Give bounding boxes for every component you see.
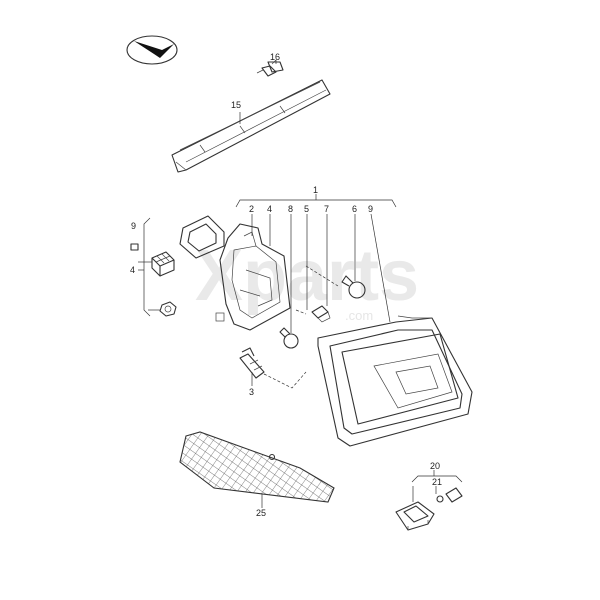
clip-9 [130, 243, 139, 251]
callout-1: 1 [313, 185, 318, 195]
brake-light-15 [171, 79, 331, 173]
callout-5: 5 [304, 204, 309, 214]
callout-15: 15 [231, 100, 241, 110]
bulb-8 [279, 327, 299, 349]
callout-7: 7 [324, 204, 329, 214]
tail-lamp-housing [317, 315, 473, 447]
watermark-subtext: .com [345, 308, 373, 323]
bulb-6 [341, 275, 366, 299]
license-plate-light-20 [395, 501, 435, 531]
reflector-grille-25 [179, 431, 335, 503]
callout-2: 2 [249, 204, 254, 214]
callout-3: 3 [249, 387, 254, 397]
bulb-21 [436, 487, 463, 503]
callout-21: 21 [432, 477, 442, 487]
seal-gasket [179, 215, 225, 259]
callout-6: 6 [352, 204, 357, 214]
callout-8: 8 [288, 204, 293, 214]
callout-4-top: 4 [267, 204, 272, 214]
bulb-holder-16 [256, 59, 284, 77]
bulb-7 [311, 305, 331, 323]
bulb-socket-3 [239, 347, 265, 379]
callout-16: 16 [270, 52, 280, 62]
callout-25: 25 [256, 508, 266, 518]
direction-arrow-icon [126, 35, 178, 65]
callout-4-left: 4 [130, 265, 135, 275]
hex-nut [159, 301, 177, 317]
callout-20: 20 [430, 461, 440, 471]
callout-9-top: 9 [368, 204, 373, 214]
connector-block-4 [151, 251, 175, 277]
callout-9-left: 9 [131, 221, 136, 231]
